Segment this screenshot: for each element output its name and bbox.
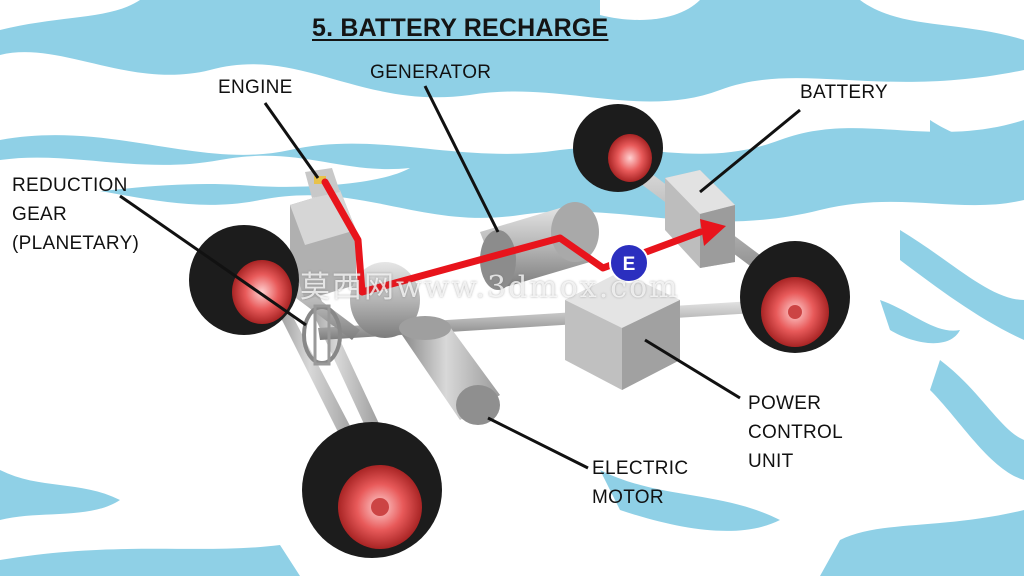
label-motor-line-1: ELECTRIC — [592, 454, 688, 483]
label-engine: ENGINE — [218, 73, 293, 102]
label-reduction-gear-line-2: GEAR — [12, 200, 139, 229]
label-generator: GENERATOR — [370, 58, 491, 87]
label-reduction-gear-line-1: REDUCTION — [12, 171, 139, 200]
label-pcu-line-2: CONTROL — [748, 418, 843, 447]
watermark: 莫西网www.3dmox.com — [300, 262, 680, 306]
label-pcu-line-3: UNIT — [748, 447, 843, 476]
wheel-rear-left — [573, 104, 663, 192]
label-pcu-line-1: POWER — [748, 389, 843, 418]
label-reduction-gear: REDUCTION GEAR (PLANETARY) — [12, 171, 139, 258]
label-reduction-gear-line-3: (PLANETARY) — [12, 229, 139, 258]
label-battery: BATTERY — [800, 78, 888, 107]
label-motor-line-2: MOTOR — [592, 483, 688, 512]
label-electric-motor: ELECTRIC MOTOR — [592, 454, 688, 512]
wheel-front-right — [302, 422, 442, 558]
wheel-rear-right — [740, 241, 850, 353]
page-title: 5. BATTERY RECHARGE — [312, 14, 608, 43]
wheel-front-left — [189, 225, 299, 335]
label-power-control-unit: POWER CONTROL UNIT — [748, 389, 843, 476]
